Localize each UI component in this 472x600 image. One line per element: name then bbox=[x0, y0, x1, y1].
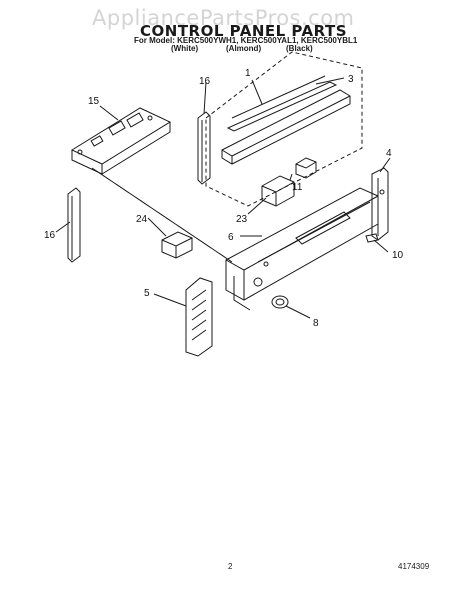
part-10-screw bbox=[365, 233, 379, 243]
callout-16-upper: 16 bbox=[199, 76, 211, 87]
callout-15: 15 bbox=[88, 96, 100, 107]
callout-8: 8 bbox=[313, 318, 319, 329]
callout-16-lower: 16 bbox=[44, 230, 56, 241]
page-number: 2 bbox=[228, 562, 233, 571]
part-8-knob bbox=[271, 295, 289, 309]
part-15-control-board bbox=[70, 107, 172, 175]
document-number: 4174309 bbox=[398, 562, 430, 571]
callout-4: 4 bbox=[386, 148, 392, 159]
model-numbers: For Model: KERC500YWH1, KERC500YAL1, KER… bbox=[134, 36, 358, 45]
part-4-side-bracket bbox=[371, 167, 389, 241]
part-24-switch bbox=[161, 231, 193, 259]
callout-11: 11 bbox=[292, 182, 303, 193]
callout-10: 10 bbox=[392, 250, 404, 261]
color-almond: (Almond) bbox=[226, 44, 262, 53]
part-16-bracket-lower bbox=[67, 187, 81, 263]
callout-1: 1 bbox=[245, 68, 251, 79]
callout-3: 3 bbox=[348, 74, 354, 85]
part-5-end-cap bbox=[185, 277, 213, 357]
callout-23: 23 bbox=[236, 214, 248, 225]
diagram-title: CONTROL PANEL PARTS bbox=[140, 22, 348, 40]
watermark: AppliancePartsPros.com bbox=[92, 6, 355, 30]
color-black: (Black) bbox=[286, 44, 313, 53]
part-16-bracket-upper bbox=[197, 111, 211, 185]
callout-6: 6 bbox=[228, 232, 234, 243]
part-11-switch bbox=[295, 157, 317, 179]
color-white: (White) bbox=[171, 44, 199, 53]
dashed-enclosure bbox=[205, 51, 363, 207]
part-1-trim-strip bbox=[226, 75, 338, 132]
part-3-top-cover bbox=[221, 89, 351, 165]
part-6-control-panel bbox=[225, 187, 379, 311]
leader-lines bbox=[55, 77, 391, 319]
part-23-switch bbox=[261, 175, 295, 207]
callout-5: 5 bbox=[144, 288, 150, 299]
callout-24: 24 bbox=[136, 214, 148, 225]
